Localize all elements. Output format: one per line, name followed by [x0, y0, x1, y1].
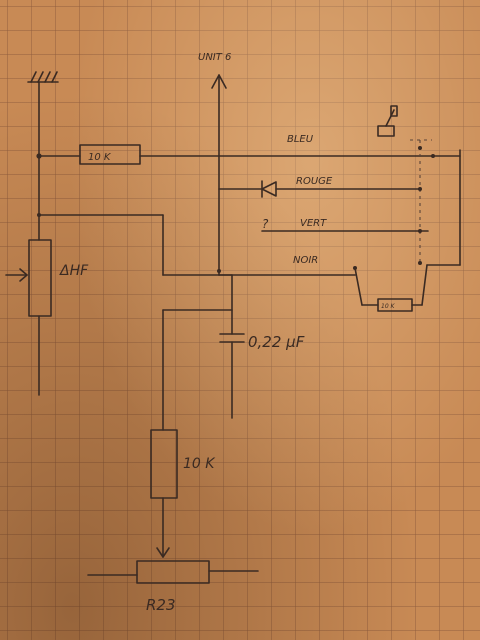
diode [261, 180, 277, 198]
label-question: ? [262, 217, 269, 231]
label-r23: R23 [146, 596, 176, 614]
unit6-arrow [211, 74, 227, 276]
potentiometer-delta-hf [5, 239, 52, 317]
label-vert: VERT [300, 218, 327, 229]
label-resistor-bottom: 10 K [183, 456, 216, 472]
label-rouge: ROUGE [296, 176, 333, 187]
label-unit6: UNIT 6 [198, 52, 231, 63]
wiper-arrow [156, 547, 170, 558]
potentiometer-r23 [87, 560, 259, 584]
resistor-10k-bottom [150, 429, 178, 499]
resistor-small-loop [354, 264, 428, 312]
resistor-10k-top [79, 144, 141, 165]
label-delta-hf: ΔHF [59, 263, 89, 279]
junction-mid [217, 269, 221, 273]
connector-block [353, 139, 461, 270]
label-resistor-small: 10 K [381, 303, 396, 310]
ground-symbol [27, 71, 59, 83]
label-capacitor: 0,22 μF [248, 333, 305, 351]
toggle-switch [377, 105, 398, 137]
label-resistor-top: 10 K [88, 152, 112, 163]
label-bleu: BLEU [287, 134, 314, 145]
label-noir: NOIR [293, 255, 318, 266]
